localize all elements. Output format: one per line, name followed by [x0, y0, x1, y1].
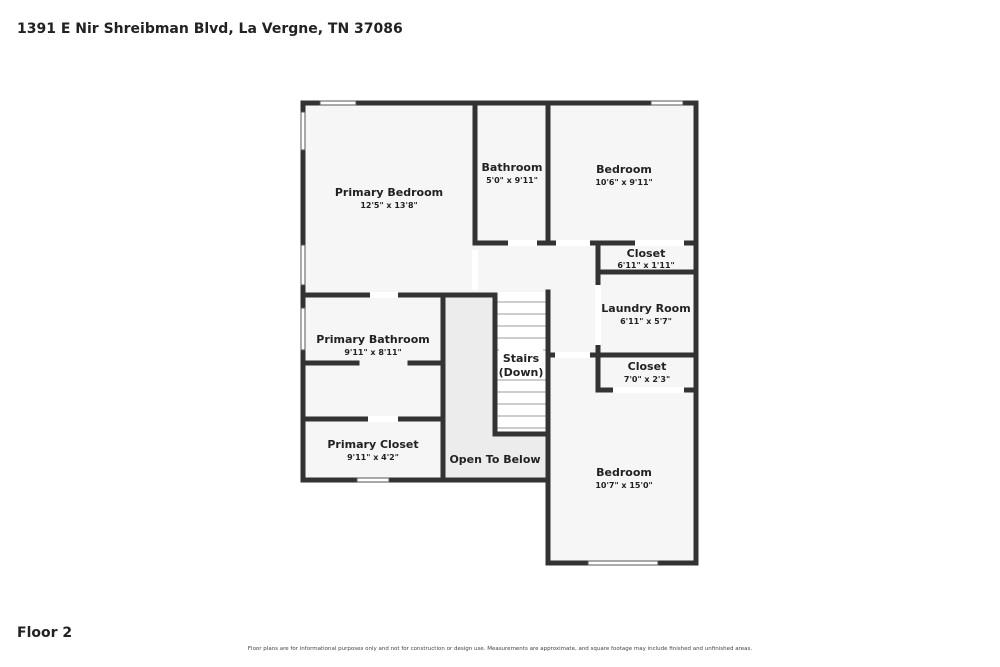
door-openings: [368, 240, 684, 422]
room-stairs: Stairs (Down): [499, 349, 544, 379]
room-name: Closet: [627, 247, 666, 260]
room-primary-closet: Primary Closet 9'11" x 4'2": [327, 438, 418, 462]
room-name: Closet: [628, 360, 667, 373]
room-name: Bedroom: [596, 466, 652, 479]
room-name: Stairs: [503, 352, 540, 365]
room-name: Laundry Room: [601, 302, 690, 315]
room-bedroom-2: Bedroom 10'7" x 15'0": [595, 466, 652, 490]
room-dimensions: 10'7" x 15'0": [595, 481, 652, 490]
property-address: 1391 E Nir Shreibman Blvd, La Vergne, TN…: [17, 21, 403, 37]
stairs-label-bg: [499, 349, 543, 379]
room-closet-2: Closet 7'0" x 2'3": [624, 360, 670, 384]
disclaimer-text: Floor plans are for informational purpos…: [247, 646, 753, 652]
room-primary-bathroom: Primary Bathroom 9'11" x 8'11": [316, 333, 429, 357]
stair-treads: [497, 301, 546, 429]
room-dimensions: 12'5" x 13'8": [360, 201, 417, 210]
room-name: Open To Below: [449, 453, 540, 466]
room-dimensions: 10'6" x 9'11": [595, 178, 652, 187]
floor-label: Floor 2: [17, 625, 73, 641]
room-primary-bedroom: Primary Bedroom 12'5" x 13'8": [335, 186, 443, 210]
room-dimensions: 7'0" x 2'3": [624, 375, 670, 384]
room-laundry: Laundry Room 6'11" x 5'7": [601, 302, 690, 326]
floor-fill-bedroom-2: [548, 355, 697, 563]
windows: [300, 100, 684, 566]
room-name-line-2: (Down): [499, 366, 544, 379]
room-name: Primary Closet: [327, 438, 418, 451]
room-name: Bedroom: [596, 163, 652, 176]
room-dimensions: 6'11" x 1'11": [617, 261, 674, 270]
room-dimensions: 5'0" x 9'11": [486, 176, 538, 185]
room-bedroom-1: Bedroom 10'6" x 9'11": [595, 163, 652, 187]
room-name: Primary Bedroom: [335, 186, 443, 199]
room-name: Primary Bathroom: [316, 333, 429, 346]
room-bathroom: Bathroom 5'0" x 9'11": [482, 161, 543, 185]
room-closet-1: Closet 6'11" x 1'11": [617, 247, 674, 270]
room-name: Bathroom: [482, 161, 543, 174]
room-dimensions: 9'11" x 4'2": [347, 453, 399, 462]
room-open-to-below: Open To Below: [449, 453, 540, 466]
room-dimensions: 9'11" x 8'11": [344, 348, 401, 357]
room-dimensions: 6'11" x 5'7": [620, 317, 672, 326]
